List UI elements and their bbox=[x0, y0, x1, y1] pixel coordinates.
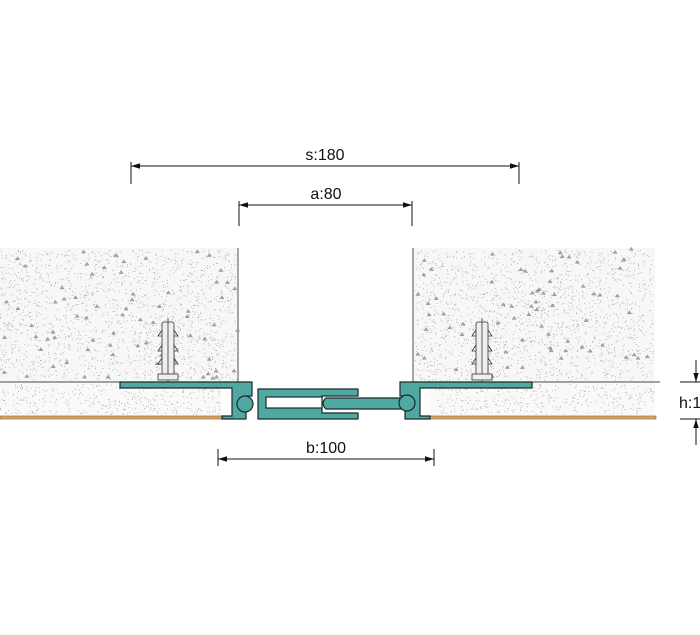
dimension-b bbox=[217, 449, 435, 466]
dimension-a-label: a:80 bbox=[310, 186, 341, 203]
dimension-h bbox=[680, 360, 700, 445]
dimension-s bbox=[130, 162, 520, 184]
profile-tongue bbox=[322, 397, 403, 410]
dimension-b-label: b:100 bbox=[306, 440, 346, 457]
profile-right-bulb bbox=[398, 394, 416, 412]
profile-left-base bbox=[119, 381, 253, 420]
concrete-left bbox=[0, 248, 238, 382]
joint-profile bbox=[119, 381, 533, 420]
anchor-left bbox=[157, 318, 179, 382]
concrete-right bbox=[413, 248, 655, 382]
dimension-s-label: s:180 bbox=[305, 147, 344, 164]
dimension-h-label: h:1 bbox=[679, 395, 700, 412]
floor-strip-right bbox=[427, 415, 657, 420]
dimension-a bbox=[238, 201, 413, 226]
profile-right-base bbox=[399, 381, 533, 420]
anchor-right bbox=[471, 318, 493, 382]
profile-left-bulb bbox=[236, 395, 254, 413]
concrete-slabs bbox=[0, 248, 660, 416]
floor-strip-left bbox=[0, 415, 226, 420]
